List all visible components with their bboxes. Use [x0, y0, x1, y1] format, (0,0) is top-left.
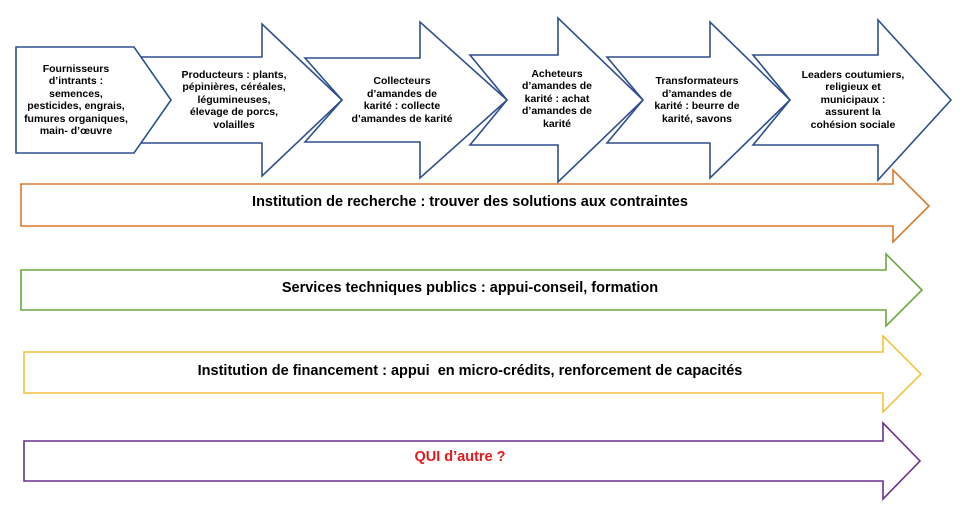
- band-who-else-arrow: [23, 421, 922, 501]
- chain-step-1-box: [15, 46, 172, 154]
- band-research-label-text: Institution de recherche : trouver des s…: [252, 193, 688, 210]
- band-research-arrow: [20, 168, 931, 244]
- chain-step-4-arrow: [468, 16, 645, 184]
- chain-step-3-arrow: [303, 20, 509, 180]
- chain-step-6-label-text: Leaders coutumiers, religieux et municip…: [801, 68, 905, 131]
- chain-step-2-label-text: Producteurs : plants, pépinières, céréal…: [181, 68, 287, 131]
- chain-step-6-arrow: [751, 17, 953, 183]
- chain-step-1-label-text: Fournisseurs d’intrants : semences, pest…: [24, 62, 128, 138]
- band-who-else-label: QUI d’autre ?: [300, 447, 620, 467]
- band-technical-services-arrow: [20, 252, 924, 328]
- band-research-label: Institution de recherche : trouver des s…: [120, 192, 820, 212]
- chain-step-2-label: Producteurs : plants, pépinières, céréal…: [172, 58, 296, 142]
- band-who-else-label-text: QUI d’autre ?: [414, 448, 506, 465]
- band-financing-label-text: Institution de financement : appui en mi…: [197, 362, 743, 379]
- chain-step-3-label: Collecteurs d’amandes de karité : collec…: [338, 58, 466, 142]
- chain-step-5-arrow: [605, 20, 792, 180]
- chain-step-5-label-text: Transformateurs d’amandes de karité : be…: [654, 75, 740, 125]
- chain-step-3-label-text: Collecteurs d’amandes de karité : collec…: [351, 75, 453, 125]
- chain-step-4-label: Acheteurs d’amandes de karité : achat d’…: [505, 56, 609, 142]
- chain-step-5-label: Transformateurs d’amandes de karité : be…: [640, 58, 754, 142]
- chain-step-4-label-text: Acheteurs d’amandes de karité : achat d’…: [521, 67, 593, 130]
- band-financing-label: Institution de financement : appui en mi…: [100, 361, 840, 381]
- band-technical-services-label-text: Services techniques publics : appui-cons…: [281, 279, 659, 296]
- band-technical-services-label: Services techniques publics : appui-cons…: [120, 278, 820, 298]
- band-financing-arrow: [23, 334, 923, 414]
- chain-step-1-label: Fournisseurs d’intrants : semences, pest…: [14, 52, 138, 148]
- chain-step-6-label: Leaders coutumiers, religieux et municip…: [790, 58, 916, 142]
